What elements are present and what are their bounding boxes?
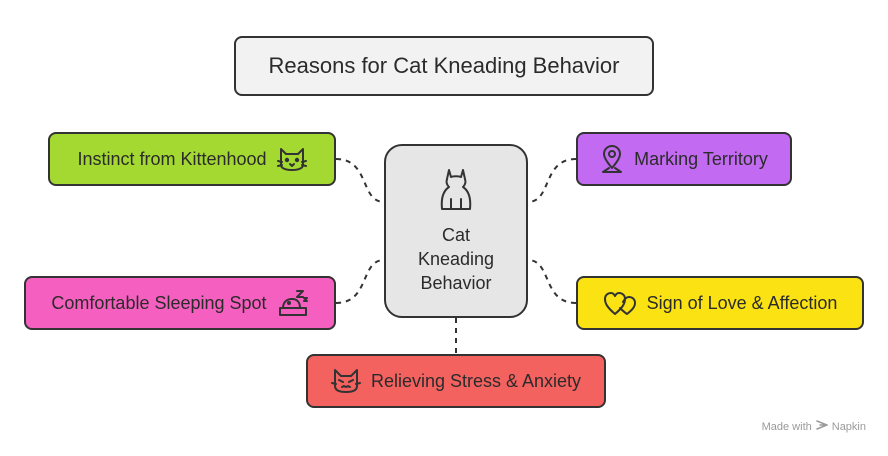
connector-marking — [527, 158, 577, 203]
kitten-face-icon — [276, 145, 307, 173]
napkin-watermark: Made with Napkin — [762, 419, 866, 434]
diagram-title: Reasons for Cat Kneading Behavior — [234, 36, 654, 96]
node-stress-label: Relieving Stress & Anxiety — [370, 370, 582, 391]
cat-icon — [439, 167, 473, 219]
node-marking-territory: Marking Territory — [576, 132, 792, 186]
napkin-logo-icon — [816, 419, 829, 434]
node-comfortable-sleeping-spot: Comfortable Sleeping Spot — [24, 276, 336, 330]
center-label-line-2: Kneading — [417, 249, 495, 269]
node-marking-label: Marking Territory — [634, 148, 768, 169]
hearts-icon — [603, 288, 637, 318]
node-instinct-from-kittenhood: Instinct from Kittenhood — [48, 132, 336, 186]
connector-instinct — [335, 158, 385, 203]
center-node: Cat Kneading Behavior — [384, 144, 528, 318]
node-love-label: Sign of Love & Affection — [646, 292, 838, 313]
node-instinct-label: Instinct from Kittenhood — [77, 148, 267, 169]
watermark-prefix: Made with — [761, 420, 812, 433]
connector-sleeping — [335, 259, 385, 304]
watermark-brand: Napkin — [831, 420, 866, 433]
node-sign-of-love-affection: Sign of Love & Affection — [576, 276, 864, 330]
center-label-line-3: Behavior — [420, 273, 492, 293]
diagram-title-text: Reasons for Cat Kneading Behavior — [268, 53, 620, 78]
node-sleeping-label: Comfortable Sleeping Spot — [51, 292, 267, 313]
sleeping-bed-icon — [277, 288, 309, 318]
node-relieving-stress-anxiety: Relieving Stress & Anxiety — [306, 354, 606, 408]
connector-love — [527, 259, 577, 304]
location-pin-icon — [600, 144, 624, 174]
center-label-line-1: Cat — [441, 225, 470, 245]
angry-cat-icon — [330, 367, 361, 395]
